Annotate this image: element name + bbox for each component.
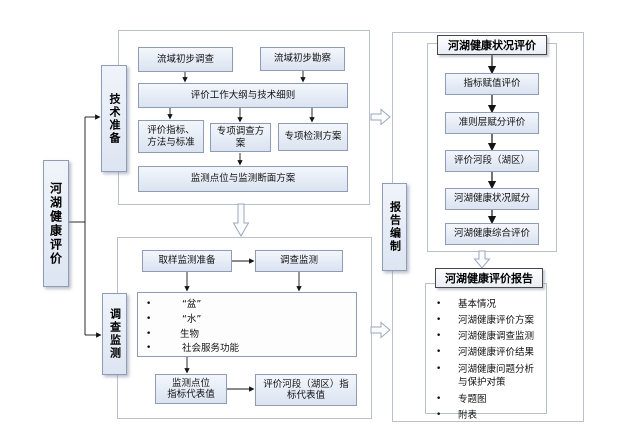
thin-arrows xyxy=(69,71,315,392)
report-item-list: •基本情况 •河湖健康评价方案 •河湖健康调查监测 •河湖健康评价结果 •河湖健… xyxy=(428,295,542,425)
box-indicators-methods: 评价指标、方法与标准 xyxy=(138,120,204,153)
box-aspect-list: •“盆” •“水” •生物 •社会服务功能 xyxy=(137,292,357,357)
report-item: •基本情况 xyxy=(436,298,497,310)
report-item: •附表 xyxy=(436,409,478,421)
hollow-arrows xyxy=(232,108,491,339)
box-assessment-step-2: 准则层赋分评价 xyxy=(445,112,539,134)
aspect-item: •社会服务功能 xyxy=(146,343,240,355)
aspect-item: •生物 xyxy=(146,328,200,340)
box-special-test-plan: 专项检测方案 xyxy=(278,123,348,151)
hollow-right-arrow-top xyxy=(370,108,391,126)
box-survey-monitoring: 调查监测 xyxy=(255,250,343,272)
hollow-down-arrow-top-to-bottom-group xyxy=(232,203,250,238)
stage-survey-monitor-label: 调查监测 xyxy=(108,308,122,360)
box-preliminary-survey: 流域初步调查 xyxy=(138,47,233,72)
box-preliminary-recon: 流域初步勘察 xyxy=(260,47,345,71)
stage-tech-prep-box: 技术准备 xyxy=(101,65,127,172)
report-item: •专题图 xyxy=(436,393,487,405)
box-monitoring-plan: 监测点位与监测断面方案 xyxy=(138,166,348,192)
hollow-down-arrow-report xyxy=(473,250,491,269)
aspect-item: •“盆” xyxy=(146,299,202,310)
title-assessment: 河湖健康状况评价 xyxy=(437,35,547,55)
box-reach-indicator-values: 评价河段（湖区）指标代表值 xyxy=(255,374,357,406)
aspect-item: •“水” xyxy=(146,313,202,325)
box-special-survey-plan: 专项调查方案 xyxy=(210,123,271,152)
box-assessment-step-5: 河湖健康综合评价 xyxy=(445,223,539,245)
report-item: •河湖健康问题分析与保护对策 xyxy=(436,363,535,389)
box-assessment-step-3: 评价河段（湖区） xyxy=(445,150,539,172)
stage-survey-monitor-box: 调查监测 xyxy=(102,293,127,375)
stage-report-compile-label: 报告编制 xyxy=(388,201,402,253)
report-item: •河湖健康评价结果 xyxy=(436,347,535,359)
box-monitoring-point-values: 监测点位指标代表值 xyxy=(155,374,227,404)
main-title-label: 河湖健康评价 xyxy=(48,181,63,266)
main-title-box: 河湖健康评价 xyxy=(43,160,69,287)
box-assessment-step-1: 指标赋值评价 xyxy=(445,73,539,95)
title-report: 河湖健康评价报告 xyxy=(435,268,543,288)
box-assessment-step-4: 河湖健康状况赋分 xyxy=(445,188,539,210)
box-work-outline: 评价工作大纲与技术细则 xyxy=(138,83,348,108)
report-item: •河湖健康评价方案 xyxy=(436,314,535,326)
report-item: •河湖健康调查监测 xyxy=(436,331,535,343)
stage-tech-prep-label: 技术准备 xyxy=(108,92,121,145)
stage-report-compile-box: 报告编制 xyxy=(382,183,407,271)
hollow-right-arrow-bottom xyxy=(370,321,391,339)
box-sampling-prep: 取样监测准备 xyxy=(142,250,232,272)
